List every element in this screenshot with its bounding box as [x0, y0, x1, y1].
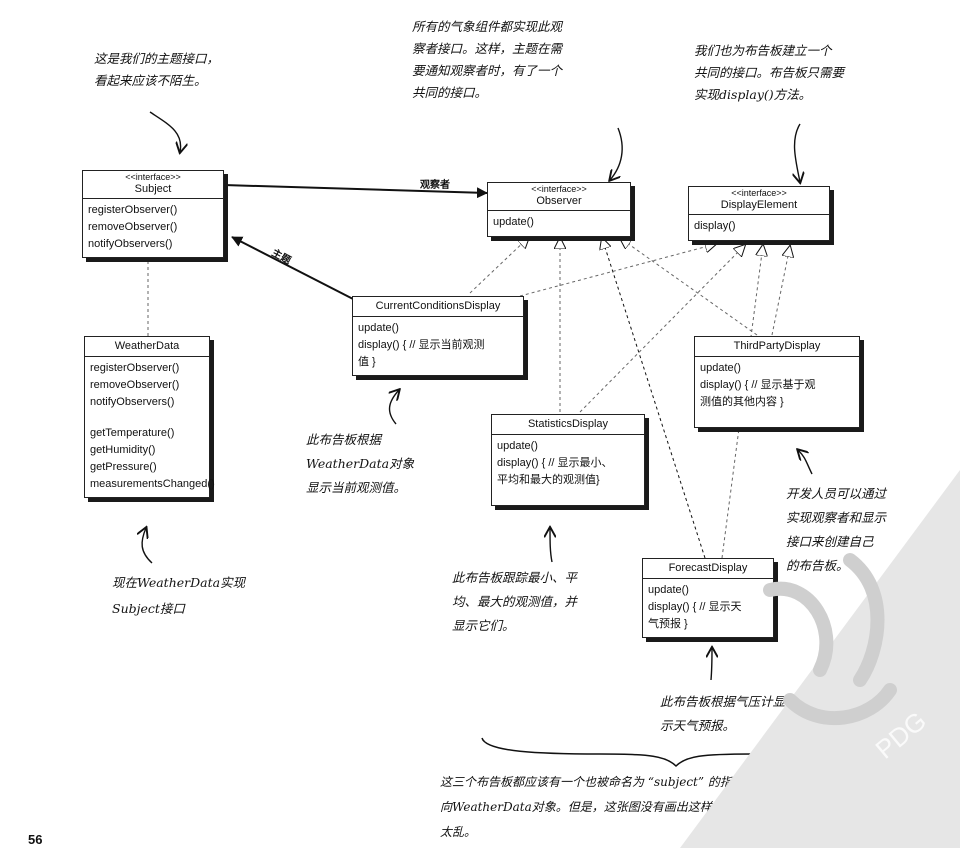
display-note-arrow	[795, 123, 800, 182]
page-number: 56	[28, 832, 43, 847]
forecast-note: 此布告板根据气压计显示天气预报。	[660, 694, 786, 733]
method: 测值的其他内容 }	[700, 396, 784, 408]
stereotype: <<interface>>	[125, 172, 181, 182]
method: notifyObservers()	[90, 396, 175, 408]
method: measurementsChanged()	[90, 478, 215, 490]
method: registerObserver()	[90, 362, 180, 374]
current-implements-observer	[469, 237, 529, 294]
observer-note-arrow	[610, 127, 623, 180]
forecast-implements-observer	[602, 238, 706, 559]
method: 气预报 }	[648, 618, 688, 630]
weatherdata-note-arrow	[142, 528, 153, 564]
current-implements-display	[519, 244, 716, 297]
method: getHumidity()	[90, 444, 156, 456]
method: removeObserver()	[90, 379, 180, 391]
weatherdata-class: WeatherData registerObserver() removeObs…	[84, 336, 215, 498]
method: update()	[493, 216, 534, 228]
observer-note: 所有的气象组件都实现此观察者接口。这样，主题在需要通知观察者时，有了一个共同的接…	[412, 19, 563, 100]
thirdparty-note-arrow	[798, 450, 813, 475]
observer-interface: <<interface>> Observer update()	[487, 182, 631, 237]
subject-association	[231, 236, 356, 301]
method: display() { // 显示当前观测	[358, 339, 485, 351]
stereotype: <<interface>>	[531, 184, 587, 194]
class-name: CurrentConditionsDisplay	[375, 300, 501, 312]
observers-label: 观察者	[420, 180, 450, 191]
bottom-note: 这三个布告板都应该有一个也被命名为 “subject” 的指针来指向Weathe…	[440, 775, 784, 839]
pdg-watermark: PDG	[620, 470, 960, 848]
class-name: ForecastDisplay	[668, 562, 748, 574]
forecast-class: ForecastDisplay update() display() { // …	[642, 558, 774, 638]
subject-interface: <<interface>> Subject registerObserver()…	[82, 170, 224, 258]
method: getTemperature()	[90, 427, 175, 439]
class-name: Observer	[536, 195, 582, 207]
method: removeObserver()	[88, 221, 178, 233]
class-name: ThirdPartyDisplay	[733, 340, 821, 352]
statistics-note-arrow	[550, 528, 552, 563]
currentconditions-class: CurrentConditionsDisplay update() displa…	[352, 296, 524, 376]
thirdparty-implements-observer	[620, 238, 758, 336]
method: update()	[700, 362, 741, 374]
method: 值 }	[358, 356, 376, 368]
method: notifyObservers()	[88, 238, 173, 250]
method: display() { // 显示基于观	[700, 379, 816, 391]
method: update()	[358, 322, 399, 334]
method: display() { // 显示最小、	[497, 457, 613, 469]
subject-note-arrow	[149, 111, 181, 152]
method: update()	[497, 440, 538, 452]
thirdparty-implements-display	[771, 246, 790, 336]
displayelement-interface: <<interface>> DisplayElement display()	[688, 186, 830, 241]
forecast-note-arrow	[711, 648, 712, 681]
statistics-note: 此布告板跟踪最小、平均、最大的观测值，并显示它们。	[452, 570, 578, 633]
class-name: WeatherData	[114, 340, 180, 352]
method: 平均和最大的观测值}	[497, 474, 600, 486]
stereotype: <<interface>>	[731, 188, 787, 198]
current-note-arrow	[390, 390, 399, 425]
method: registerObserver()	[88, 204, 178, 216]
class-name: StatisticsDisplay	[527, 418, 609, 430]
display-note: 我们也为布告板建立一个共同的接口。布告板只需要实现display()方法。	[694, 43, 845, 102]
class-name: Subject	[134, 183, 172, 195]
method: display()	[694, 220, 736, 232]
thirdparty-class: ThirdPartyDisplay update() display() { /…	[694, 336, 860, 428]
method: getPressure()	[90, 461, 157, 473]
thirdparty-note: 开发人员可以通过实现观察者和显示接口来创建自己的布告板。	[786, 486, 887, 573]
method: update()	[648, 584, 689, 596]
statistics-class: StatisticsDisplay update() display() { /…	[491, 414, 645, 506]
class-name: DisplayElement	[720, 199, 798, 211]
method: display() { // 显示天	[648, 601, 742, 613]
observers-association	[223, 184, 488, 199]
subject-note: 这是我们的主题接口，看起来应该不陌生。	[94, 51, 220, 88]
